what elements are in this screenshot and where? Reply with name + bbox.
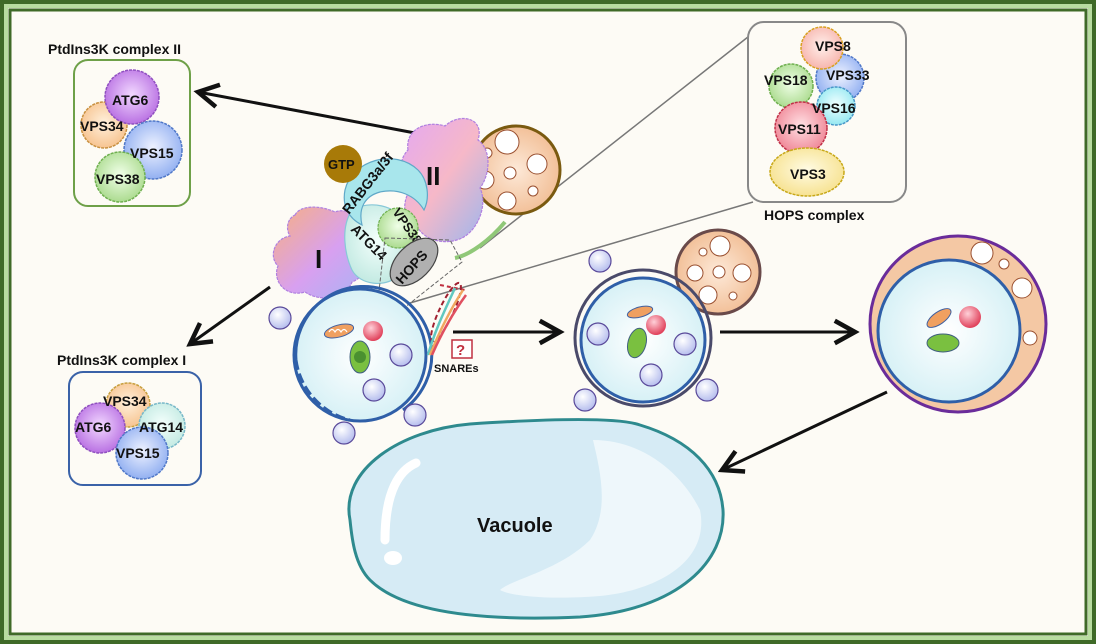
snare-strand — [426, 287, 457, 356]
mvb-vesicle — [686, 264, 704, 282]
vacuole-shine-dot — [384, 551, 402, 565]
snare-strand — [430, 294, 468, 356]
protein-label: VPS34 — [103, 393, 147, 409]
mvb-vesicle — [970, 241, 994, 265]
atg8-sphere — [588, 249, 612, 273]
vps3-blob — [769, 147, 845, 197]
mvb-vesicle — [732, 263, 752, 283]
amphisome-outer-membrane — [573, 268, 713, 408]
protein-label: VPS8 — [815, 38, 851, 54]
gtp — [324, 145, 362, 183]
mvb-vesicle — [709, 235, 731, 257]
arrow-to-complex-ii — [198, 92, 416, 135]
protein-label: VPS18 — [764, 72, 808, 88]
mitochondrion-cristae — [328, 328, 348, 334]
vacuole-highlight — [500, 440, 702, 598]
protein-label: ATG6 — [75, 419, 112, 435]
atg8-sphere — [362, 378, 386, 402]
hops-panel: VPS8 VPS18 VPS33 VPS16 VPS11 VPS3 HOPS c… — [747, 21, 907, 223]
fused-inner-membrane — [876, 258, 1022, 404]
mvb-vesicle — [527, 185, 539, 197]
mvb-vesicle — [728, 291, 738, 301]
gtp-label: GTP — [328, 157, 355, 172]
mvb-vesicle — [503, 166, 517, 180]
complex-i-label: I — [315, 244, 322, 274]
protein-label: VPS16 — [812, 100, 856, 116]
atg8-sphere — [639, 363, 663, 387]
hops-ellipse — [389, 237, 439, 287]
snare-unknown-box — [451, 339, 473, 359]
arrow-to-complex-i — [190, 285, 271, 344]
mitochondrion — [323, 323, 355, 339]
vps15-blob — [115, 426, 169, 480]
vacuole: Vacuole — [347, 418, 725, 620]
atg6-blob — [74, 402, 126, 454]
complex-ii-title: PtdIns3K complex II — [48, 41, 181, 57]
snares-label: SNAREs — [434, 363, 479, 375]
autophagosome: ? SNAREs — [268, 281, 479, 445]
protein-label: VPS33 — [826, 67, 870, 83]
autophagosome-outer-membrane — [294, 285, 434, 412]
atg8-sphere — [695, 378, 719, 402]
protein-label: VPS3 — [790, 166, 826, 182]
atg8-sphere — [268, 306, 292, 330]
protein-label: VPS15 — [116, 445, 160, 461]
mitochondrion — [926, 308, 952, 328]
atg8-sphere — [389, 343, 413, 367]
mvb-vesicle — [526, 153, 548, 175]
atg8-sphere — [586, 322, 610, 346]
chloroplast — [626, 327, 648, 359]
frame-light-band — [4, 4, 1092, 640]
question-icon: ? — [456, 342, 465, 359]
mvb-vesicle — [698, 285, 718, 305]
red-organelle — [363, 321, 383, 341]
snare-strand — [428, 289, 465, 356]
mvb-vesicle — [712, 265, 726, 279]
vps8-blob — [800, 26, 844, 70]
complex-i-box — [68, 371, 202, 486]
phagophore-gap — [294, 359, 351, 422]
atg8-sphere — [573, 388, 597, 412]
vps38-blob — [94, 151, 146, 203]
chloroplast-grana — [354, 351, 366, 363]
hops-title: HOPS complex — [764, 207, 865, 223]
vacuole-label: Vacuole — [477, 515, 553, 537]
vps16-blob — [816, 86, 856, 126]
atg8-sphere — [673, 332, 697, 356]
chloroplast — [926, 333, 960, 353]
protein-label: ATG14 — [139, 419, 183, 435]
red-organelle — [646, 315, 666, 335]
red-organelle — [959, 306, 981, 328]
complex-i-blob — [272, 206, 368, 299]
complex-ii-blob — [400, 117, 489, 243]
mitochondrion — [626, 305, 654, 319]
complex-ii-label: II — [426, 161, 440, 191]
mvb-vesicle — [1022, 330, 1038, 346]
mvb-vesicle — [497, 191, 517, 211]
protein-label: VPS11 — [778, 121, 821, 137]
arrow-to-vacuole — [722, 390, 888, 470]
complex-ii-panel: PtdIns3K complex II ATG6 VPS34 VPS15 VPS… — [48, 41, 191, 207]
protein-label: VPS34 — [80, 118, 124, 134]
amphisome — [573, 228, 762, 412]
protein-label: VPS15 — [130, 145, 174, 161]
vacuole-shine — [380, 458, 421, 545]
mvb-vesicle — [494, 129, 520, 155]
complex-ii-box — [73, 59, 191, 207]
mvb-vesicle — [698, 247, 708, 257]
atg8-sphere — [403, 403, 427, 427]
zoom-line-lower — [409, 201, 754, 304]
protein-label: ATG6 — [112, 92, 149, 108]
mvb-vesicle — [1011, 277, 1033, 299]
mvb-vesicle — [998, 258, 1010, 270]
protein-label: VPS38 — [96, 171, 140, 187]
rab-protein — [343, 158, 428, 227]
complex-i-panel: PtdIns3K complex I VPS34 ATG6 ATG14 VPS1… — [57, 352, 202, 486]
complex-i-title: PtdIns3K complex I — [57, 352, 186, 368]
atg8-sphere — [332, 421, 356, 445]
atg6-blob — [104, 69, 160, 125]
fused-autolysosome — [868, 234, 1048, 414]
